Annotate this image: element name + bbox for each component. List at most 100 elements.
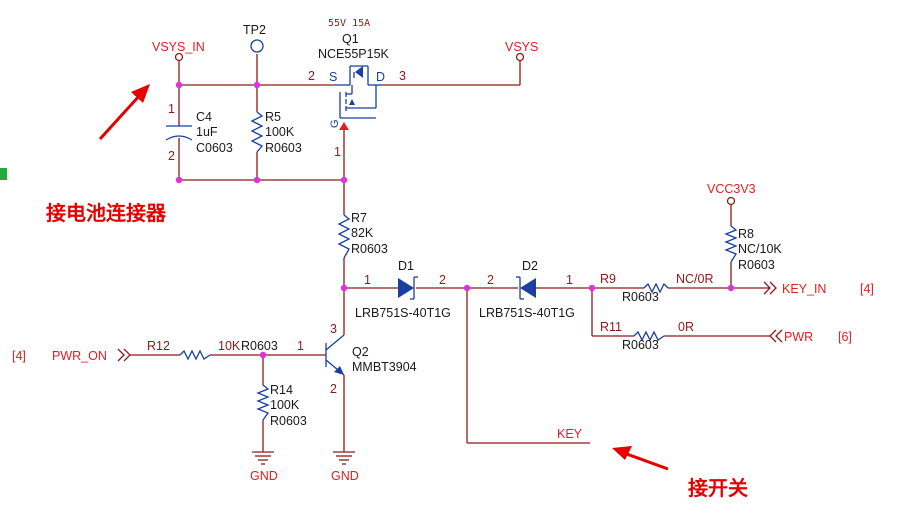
svg-text:0R: 0R	[678, 320, 694, 334]
net-vsys: VSYS	[505, 40, 538, 62]
q2-npn: 3 1 2 Q2 MMBT3904	[297, 322, 417, 396]
net-vsys-in: VSYS_IN	[152, 40, 205, 62]
svg-text:PWR: PWR	[784, 330, 813, 344]
svg-text:R0603: R0603	[270, 414, 307, 428]
svg-text:10K: 10K	[218, 339, 241, 353]
net-vcc3v3: VCC3V3	[707, 182, 756, 206]
svg-text:R7: R7	[351, 211, 367, 225]
svg-text:Q2: Q2	[352, 345, 369, 359]
q1-pmos: 55V 15A Q1 NCE55P15K 2 3 1 S D G	[308, 18, 406, 159]
svg-text:GND: GND	[331, 469, 359, 483]
junction-dot	[463, 284, 471, 292]
svg-text:R11: R11	[600, 320, 622, 334]
svg-text:1: 1	[566, 273, 573, 287]
svg-text:接电池连接器: 接电池连接器	[46, 201, 167, 225]
resistor-r8: R8 NC/10K R0603	[724, 225, 782, 272]
svg-text:2: 2	[439, 273, 446, 287]
svg-text:[6]: [6]	[838, 330, 852, 344]
svg-text:R12: R12	[147, 339, 170, 353]
resistor-r12: R12 10K R0603	[147, 339, 278, 361]
net-key-label: KEY	[557, 427, 583, 441]
junction-dot	[727, 284, 735, 292]
junction-dot	[340, 284, 348, 292]
junction-dot	[253, 81, 261, 89]
test-point-tp2: TP2	[243, 23, 266, 53]
svg-text:D1: D1	[398, 259, 414, 273]
wires	[130, 54, 770, 452]
junction-dot	[588, 284, 596, 292]
svg-text:GND: GND	[250, 469, 278, 483]
resistor-r14: R14 100K R0603	[256, 383, 307, 428]
gnd-symbol-q2: GND	[331, 451, 359, 483]
port-key-in: KEY_IN [4]	[763, 281, 874, 296]
svg-text:接开关: 接开关	[688, 476, 748, 500]
svg-text:D2: D2	[522, 259, 538, 273]
diode-d1: D1 1 2 LRB751S-40T1G	[355, 259, 451, 320]
svg-text:TP2: TP2	[243, 23, 266, 37]
resistor-r11: R11 0R R0603	[600, 320, 694, 352]
svg-text:[4]: [4]	[860, 282, 874, 296]
svg-text:NC/0R: NC/0R	[676, 272, 714, 286]
svg-text:1uF: 1uF	[196, 125, 218, 139]
svg-text:R5: R5	[265, 110, 281, 124]
svg-text:NCE55P15K: NCE55P15K	[318, 47, 390, 61]
junction-dot	[259, 351, 267, 359]
svg-text:R0603: R0603	[622, 290, 659, 304]
svg-text:1: 1	[168, 102, 175, 116]
svg-text:C4: C4	[196, 110, 212, 124]
junction-dot	[340, 176, 348, 184]
resistor-r9: R9 NC/0R R0603	[600, 272, 714, 304]
svg-text:LRB751S-40T1G: LRB751S-40T1G	[355, 306, 451, 320]
svg-text:R0603: R0603	[265, 141, 302, 155]
svg-text:100K: 100K	[270, 398, 300, 412]
gnd-symbol-r14: GND	[250, 451, 278, 483]
svg-text:G: G	[329, 119, 341, 128]
port-pwr: PWR [6]	[769, 329, 852, 344]
svg-text:1: 1	[334, 145, 341, 159]
svg-text:D: D	[376, 70, 385, 84]
svg-text:R14: R14	[270, 383, 293, 397]
svg-text:VSYS_IN: VSYS_IN	[152, 40, 205, 54]
svg-text:[4]: [4]	[12, 349, 26, 363]
svg-text:R0603: R0603	[738, 258, 775, 272]
svg-text:R0603: R0603	[622, 338, 659, 352]
svg-text:VSYS: VSYS	[505, 40, 538, 54]
svg-text:55V 15A: 55V 15A	[328, 18, 370, 29]
svg-text:1: 1	[364, 273, 371, 287]
svg-text:100K: 100K	[265, 125, 295, 139]
svg-text:2: 2	[308, 69, 315, 83]
svg-text:KEY_IN: KEY_IN	[782, 282, 826, 296]
annotation-battery: 接电池连接器	[46, 84, 167, 225]
svg-text:2: 2	[330, 382, 337, 396]
svg-text:R9: R9	[600, 272, 616, 286]
annotation-switch: 接开关	[612, 446, 748, 500]
junction-dot	[175, 81, 183, 89]
svg-text:2: 2	[168, 149, 175, 163]
svg-text:Q1: Q1	[342, 32, 359, 46]
svg-text:NC/10K: NC/10K	[738, 242, 782, 256]
svg-text:VCC3V3: VCC3V3	[707, 182, 756, 196]
svg-text:MMBT3904: MMBT3904	[352, 360, 417, 374]
svg-text:S: S	[329, 70, 337, 84]
junction-dot	[175, 176, 183, 184]
junction-dot	[253, 176, 261, 184]
diode-d2: D2 2 1 LRB751S-40T1G	[479, 259, 575, 320]
junctions	[175, 81, 735, 359]
svg-text:PWR_ON: PWR_ON	[52, 349, 107, 363]
svg-text:82K: 82K	[351, 226, 374, 240]
svg-text:3: 3	[330, 322, 337, 336]
edge-marker	[0, 168, 7, 180]
port-pwr-on: [4] PWR_ON	[12, 348, 131, 363]
resistor-r5: R5 100K R0603	[250, 110, 302, 155]
svg-text:R0603: R0603	[241, 339, 278, 353]
capacitor-c4: 1 2 C4 1uF C0603	[165, 102, 233, 163]
svg-text:3: 3	[399, 69, 406, 83]
resistor-r7: R7 82K R0603	[337, 211, 388, 259]
svg-text:R8: R8	[738, 227, 754, 241]
svg-text:2: 2	[487, 273, 494, 287]
svg-text:1: 1	[297, 339, 304, 353]
svg-text:C0603: C0603	[196, 141, 233, 155]
svg-text:LRB751S-40T1G: LRB751S-40T1G	[479, 306, 575, 320]
svg-text:R0603: R0603	[351, 242, 388, 256]
